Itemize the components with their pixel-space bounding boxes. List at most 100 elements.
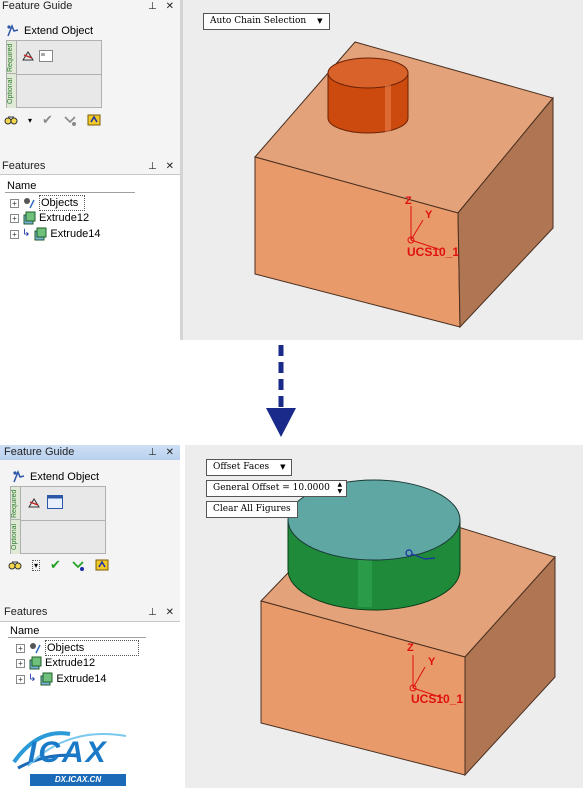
operation-row: Extend Object xyxy=(6,24,93,38)
bottom-screenshot: Feature Guide ⊥ ✕ Extend Object Required… xyxy=(0,445,583,788)
down-arrow-icon xyxy=(266,345,296,437)
required-optional-box: Required Optional xyxy=(10,486,106,554)
ucs-label: UCS10_1 xyxy=(411,692,463,706)
preview-icon[interactable] xyxy=(63,113,77,127)
optional-label: Optional xyxy=(7,77,14,105)
name-column-header[interactable]: Name xyxy=(5,179,135,193)
offset-faces-dropdown[interactable]: Offset Faces ▼ xyxy=(206,459,293,476)
required-separator xyxy=(21,520,105,521)
ucs-x-axis xyxy=(412,687,444,699)
operation-label: Extend Object xyxy=(24,25,94,37)
tree-item-extrude14[interactable]: + ↳ Extrude14 xyxy=(10,227,101,241)
window-icon[interactable] xyxy=(47,495,63,509)
panel-pin-close-icons[interactable]: ⊥ ✕ xyxy=(148,1,177,12)
axis-y-label: Y xyxy=(428,656,436,668)
general-offset-field[interactable]: General Offset = 10.0000 ▲▼ xyxy=(206,480,347,497)
icax-logo: ICAX DX.ICAX.CN xyxy=(8,722,133,788)
glasses-icon[interactable] xyxy=(4,113,18,127)
select-face-icon[interactable] xyxy=(27,496,41,510)
features-title: Features ⊥ ✕ xyxy=(4,606,177,618)
feature-guide-title: Feature Guide ⊥ ✕ xyxy=(2,0,177,12)
auto-chain-dropdown[interactable]: Auto Chain Selection ▼ xyxy=(203,13,330,30)
logo-text: ICAX xyxy=(28,736,108,769)
ucs-y-axis xyxy=(412,666,426,689)
features-title: Features ⊥ ✕ xyxy=(2,160,177,172)
chevron-down-icon[interactable]: ▾ xyxy=(28,115,33,125)
features-tree: Name + Objects + Extrude12 + ↳ Extrude14 xyxy=(0,174,180,340)
select-face-icon[interactable] xyxy=(21,49,35,63)
expand-icon[interactable]: + xyxy=(16,658,25,668)
glasses-icon[interactable] xyxy=(8,558,22,572)
optional-tab[interactable] xyxy=(11,520,21,554)
tree-item-extrude14[interactable]: + ↳ Extrude14 xyxy=(16,672,107,686)
operation-row: Extend Object xyxy=(12,470,99,484)
icax-logo-mark: ICAX xyxy=(12,731,127,770)
left-panels: Feature Guide ⊥ ✕ Extend Object Required… xyxy=(0,0,180,340)
cylinder-top-face[interactable] xyxy=(287,479,461,561)
expand-icon[interactable]: + xyxy=(10,229,19,239)
preview-icon[interactable] xyxy=(71,558,85,572)
link-arrow-icon: ↳ xyxy=(28,673,37,684)
clear-all-figures-button[interactable]: Clear All Figures xyxy=(206,501,298,518)
chevron-down-icon[interactable]: ▾ xyxy=(32,559,41,571)
tree-item-objects[interactable]: + Objects xyxy=(16,640,140,656)
name-column-header[interactable]: Name xyxy=(8,624,146,638)
logo-url: DX.ICAX.CN xyxy=(30,774,126,786)
objects-icon xyxy=(30,643,41,654)
ucs-y-axis xyxy=(410,219,424,241)
panel-pin-close-icons[interactable]: ⊥ ✕ xyxy=(148,447,177,458)
ucs-label: UCS10_1 xyxy=(407,245,459,259)
tree-item-objects[interactable]: + Objects xyxy=(10,195,86,211)
box-side-face[interactable] xyxy=(464,555,556,777)
required-label: Required xyxy=(11,489,18,518)
panel-pin-close-icons[interactable]: ⊥ ✕ xyxy=(148,607,177,618)
window-icon[interactable] xyxy=(39,50,53,62)
optional-tab[interactable] xyxy=(7,74,17,108)
selection-marker-icon[interactable] xyxy=(405,549,413,557)
extend-object-icon xyxy=(7,24,19,37)
left-panels: Feature Guide ⊥ ✕ Extend Object Required… xyxy=(0,445,180,788)
top-screenshot: Feature Guide ⊥ ✕ Extend Object Required… xyxy=(0,0,583,340)
axis-z-label: Z xyxy=(405,195,412,207)
ucs-origin-icon xyxy=(409,684,417,692)
panel-pin-close-icons[interactable]: ⊥ ✕ xyxy=(148,161,177,172)
3d-viewport[interactable]: Z Y UCS10_1 Offset Faces ▼ General Offse… xyxy=(180,445,583,788)
cylinder-top[interactable] xyxy=(327,57,409,89)
required-tab[interactable] xyxy=(11,487,21,520)
features-tree: Name + Objects + Extrude12 + ↳ Extrude14 xyxy=(0,621,180,788)
expand-icon[interactable]: + xyxy=(10,198,19,208)
flow-arrow-area xyxy=(0,340,583,445)
chevron-down-icon: ▼ xyxy=(317,17,323,25)
extend-object-icon xyxy=(13,470,25,483)
objects-icon xyxy=(24,198,35,209)
link-arrow-icon: ↳ xyxy=(22,228,31,239)
required-label: Required xyxy=(7,43,14,72)
box-side-face[interactable] xyxy=(457,96,554,329)
expand-icon[interactable]: + xyxy=(16,674,25,684)
optional-label: Optional xyxy=(11,523,18,551)
axis-z-label: Z xyxy=(407,642,414,654)
top-scene: Z Y UCS10_1 xyxy=(254,41,554,329)
guide-toolbar: ▾ ✔ xyxy=(8,557,109,573)
tree-item-extrude12[interactable]: + Extrude12 xyxy=(16,656,95,670)
required-separator xyxy=(17,74,101,75)
bottom-scene: Z Y UCS10_1 xyxy=(260,479,556,777)
axis-y-label: Y xyxy=(425,209,433,221)
operation-label: Extend Object xyxy=(30,471,100,483)
extrude-icon xyxy=(40,672,53,686)
tree-item-extrude12[interactable]: + Extrude12 xyxy=(10,211,89,225)
selection-marker-tail xyxy=(411,553,436,560)
expand-icon[interactable]: + xyxy=(16,643,25,653)
extrude-icon xyxy=(23,211,36,225)
extrude-icon xyxy=(29,656,42,670)
spinner-icon[interactable]: ▲▼ xyxy=(337,481,343,495)
help-icon[interactable] xyxy=(95,558,109,572)
checkmark-icon[interactable]: ✔ xyxy=(42,112,53,127)
help-icon[interactable] xyxy=(87,113,101,127)
required-tab[interactable] xyxy=(7,41,17,74)
3d-viewport[interactable]: Z Y UCS10_1 Auto Chain Selection ▼ xyxy=(180,0,583,340)
ucs-x-axis xyxy=(410,239,442,251)
checkmark-icon[interactable]: ✔ xyxy=(50,557,61,572)
expand-icon[interactable]: + xyxy=(10,213,19,223)
extrude-icon xyxy=(34,227,47,241)
